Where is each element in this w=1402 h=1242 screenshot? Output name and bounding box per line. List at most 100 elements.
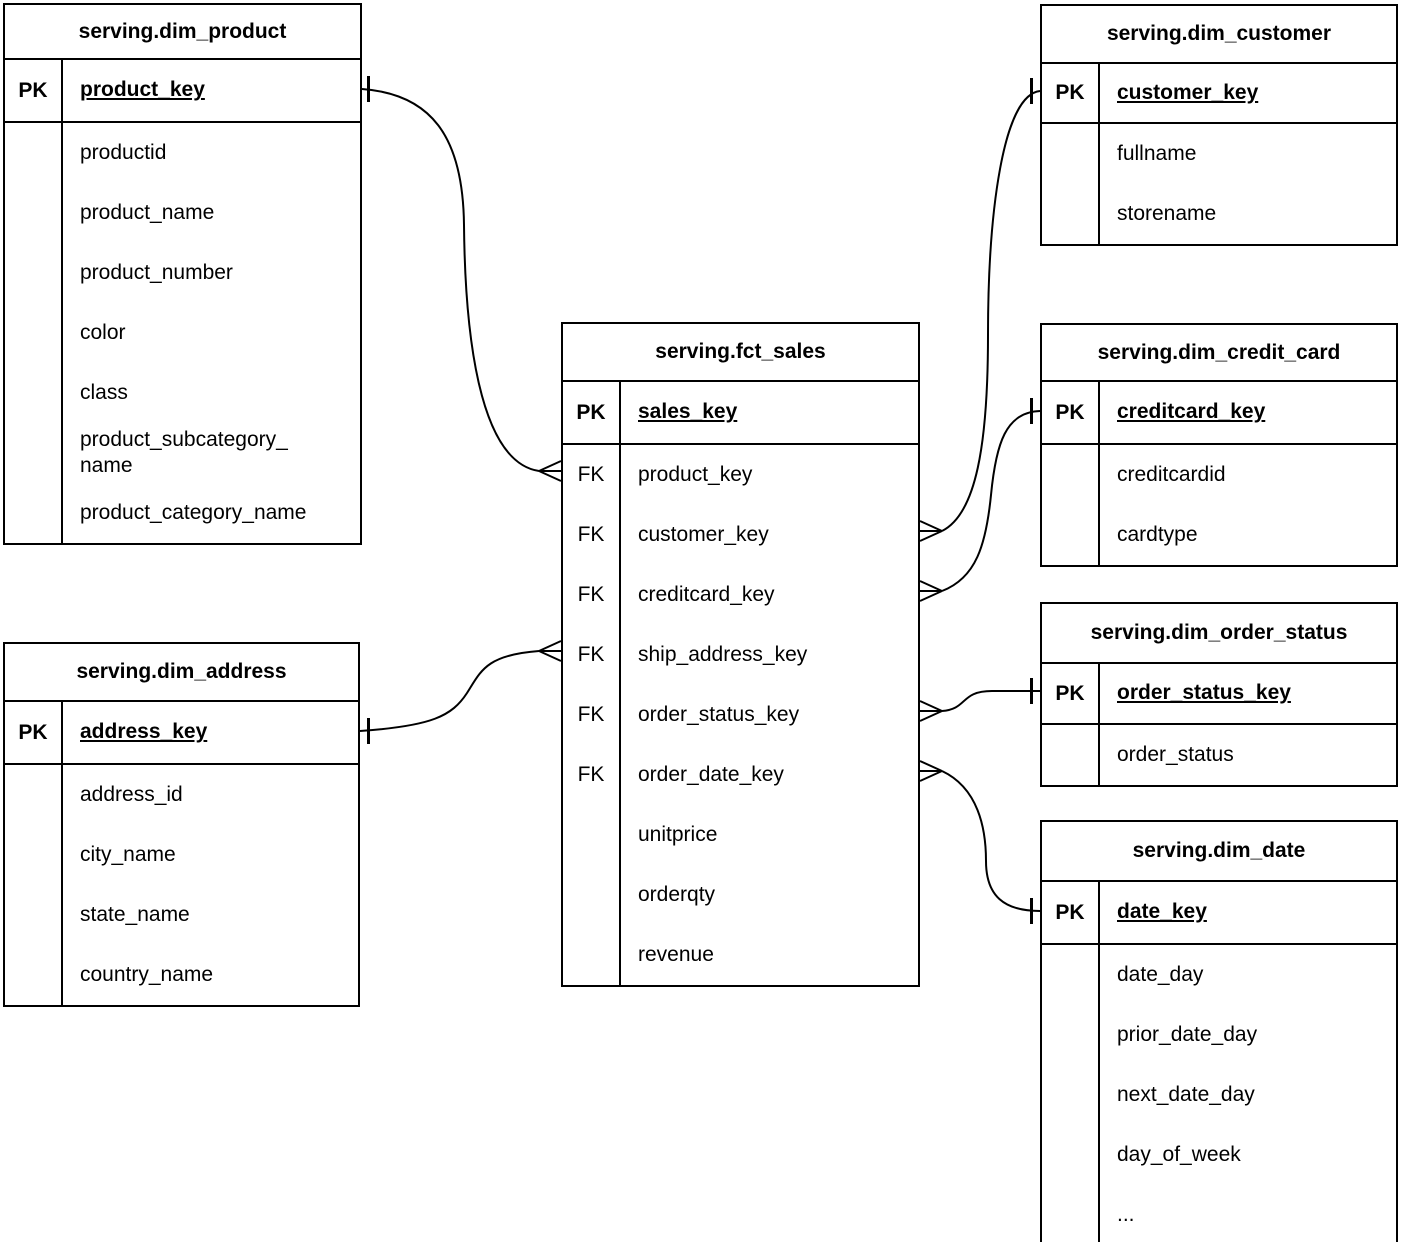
key-type-cell [5, 183, 63, 243]
key-type-cell [563, 805, 621, 865]
key-type-cell [1042, 725, 1100, 785]
field-name-cell: product_key [638, 462, 753, 486]
key-type-cell: PK [5, 702, 63, 763]
field-name-cell: order_status_key [638, 702, 800, 726]
field-name-cell: prior_date_day [1117, 1022, 1258, 1046]
relationship-customer [919, 78, 1041, 542]
field-name-cell: customer_key [1117, 80, 1259, 104]
table-row: unitprice [563, 805, 918, 865]
field-name-cell: sales_key [638, 400, 738, 424]
field-name-cell: creditcard_key [1117, 400, 1266, 424]
field-name-cell: next_date_day [1117, 1082, 1255, 1106]
crows-foot-many-icon [538, 460, 562, 482]
field-name-cell: class [80, 380, 128, 404]
table-row: product_category_name [5, 483, 360, 543]
table-row: creditcardid [1042, 445, 1396, 505]
field-name-cell: order_status [1117, 742, 1234, 766]
table-row: product_number [5, 243, 360, 303]
table-row: FK order_status_key [563, 685, 918, 745]
table-row: address_id [5, 765, 358, 825]
pk-row: PK address_key [5, 702, 358, 765]
table-row: product_name [5, 183, 360, 243]
field-name-cell: ... [1117, 1202, 1135, 1226]
relationship-creditcard [919, 398, 1041, 602]
field-name-cell: productid [80, 140, 167, 164]
relationship-ship-address [359, 640, 562, 744]
table-row: product_subcategory_ name [5, 423, 360, 483]
table-title: serving.dim_order_status [1042, 604, 1396, 664]
key-type-cell [1042, 505, 1100, 565]
key-type-cell [1042, 1005, 1100, 1065]
key-type-cell [5, 363, 63, 423]
crows-foot-many-icon [919, 520, 943, 542]
table-title: serving.dim_product [5, 5, 360, 60]
field-name-cell: address_key [80, 720, 208, 744]
field-name-cell: color [80, 320, 126, 344]
relationship-line [361, 88, 540, 472]
key-type-cell [1042, 1065, 1100, 1125]
key-type-cell [1042, 1125, 1100, 1185]
key-type-cell: PK [563, 382, 621, 443]
table-row: revenue [563, 925, 918, 985]
table-row: country_name [5, 945, 358, 1005]
key-type-cell: FK [563, 505, 621, 565]
relationship-order-date [919, 760, 1041, 924]
key-type-cell [5, 303, 63, 363]
relationship-line [359, 650, 540, 732]
table-title: serving.dim_date [1042, 822, 1396, 882]
table-row: storename [1042, 184, 1396, 244]
crows-foot-many-icon [919, 760, 943, 782]
key-type-cell [5, 765, 63, 825]
field-name-cell: address_id [80, 782, 183, 806]
relationship-line [941, 90, 1041, 532]
key-type-cell: PK [5, 60, 63, 121]
key-type-cell: FK [563, 685, 621, 745]
field-name-cell: ship_address_key [638, 642, 808, 666]
table-row: city_name [5, 825, 358, 885]
table-row: fullname [1042, 124, 1396, 184]
table-title: serving.dim_credit_card [1042, 325, 1396, 382]
relationship-line [941, 770, 1041, 912]
table-rows: PK order_status_key order_status [1042, 664, 1396, 785]
key-type-cell [5, 483, 63, 543]
field-name-cell: unitprice [638, 822, 718, 846]
field-name-cell: product_key [80, 78, 205, 102]
key-type-cell: PK [1042, 664, 1100, 723]
field-name-cell: creditcard_key [638, 582, 775, 606]
table-row: productid [5, 123, 360, 183]
field-name-cell: product_subcategory_ name [80, 427, 288, 477]
field-name-cell: customer_key [638, 522, 769, 546]
field-name-cell: fullname [1117, 141, 1197, 165]
field-name-cell: product_name [80, 200, 215, 224]
table-row: class [5, 363, 360, 423]
key-type-cell [5, 423, 63, 483]
field-name-cell: city_name [80, 842, 176, 866]
field-name-cell: product_number [80, 260, 233, 284]
table-row: day_of_week [1042, 1125, 1396, 1185]
table-row: orderqty [563, 865, 918, 925]
table-row: color [5, 303, 360, 363]
field-name-cell: creditcardid [1117, 462, 1226, 486]
table-title: serving.dim_customer [1042, 6, 1396, 64]
field-name-cell: order_status_key [1117, 681, 1291, 705]
field-name-cell: date_key [1117, 900, 1207, 924]
pk-row: PK sales_key [563, 382, 918, 445]
crows-foot-many-icon [538, 640, 562, 662]
relationship-order-status [919, 678, 1040, 722]
table-dim-order-status: serving.dim_order_status PK order_status_… [1040, 602, 1398, 787]
key-type-cell [5, 945, 63, 1005]
relationship-line [941, 690, 1040, 712]
key-type-cell [563, 925, 621, 985]
key-type-cell: PK [1042, 882, 1100, 943]
